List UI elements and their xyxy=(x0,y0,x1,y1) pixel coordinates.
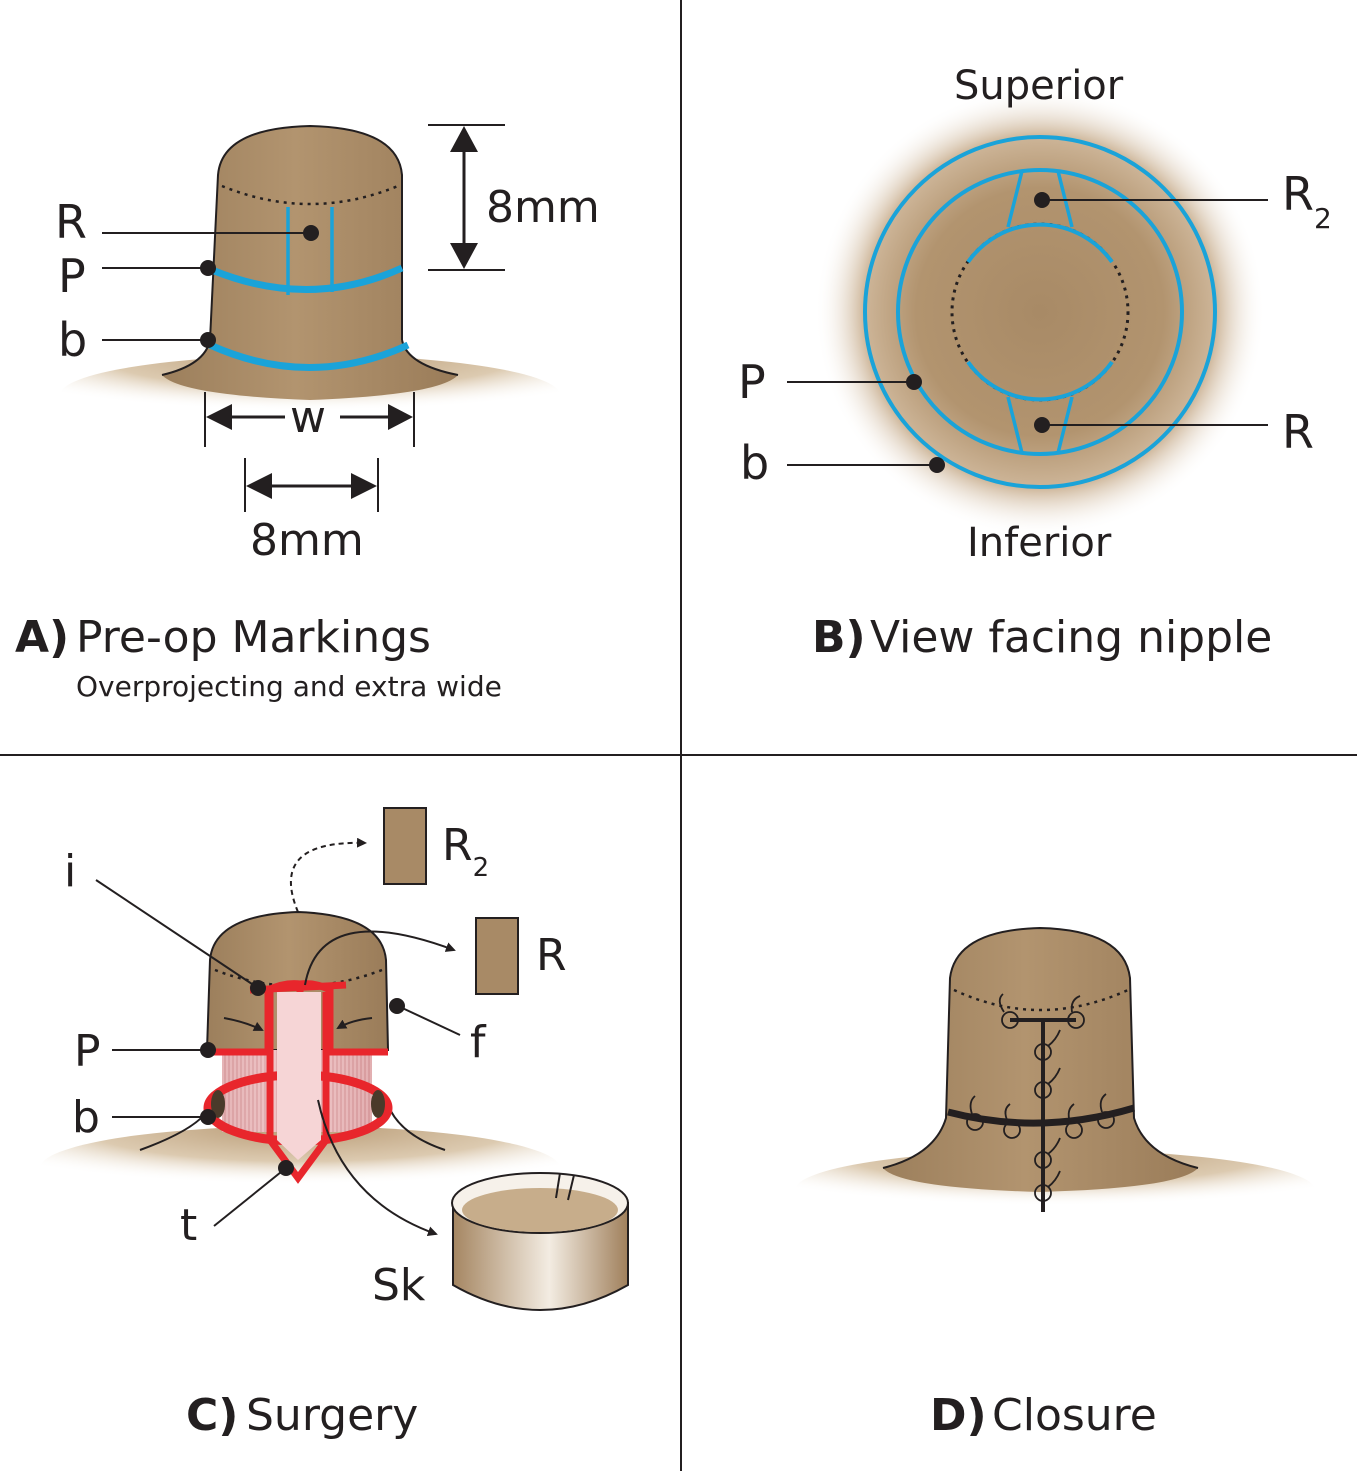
label-b-b: b xyxy=(740,436,769,490)
label-r-b: R xyxy=(1282,405,1314,459)
label-inferior: Inferior xyxy=(967,520,1112,566)
dot-r-b xyxy=(1034,417,1050,433)
panel-a-title: Pre-op Markings xyxy=(76,612,431,663)
label-p: P xyxy=(58,249,86,303)
base-ring-shadow-right xyxy=(371,1090,385,1118)
label-i: i xyxy=(64,846,76,897)
t-flap-outline xyxy=(266,992,330,1184)
leader-t xyxy=(213,1167,287,1227)
b-marking xyxy=(208,341,410,371)
dot-r xyxy=(303,225,319,241)
panel-d-letter: D) xyxy=(930,1390,987,1441)
base-skin-c xyxy=(40,1126,560,1210)
arrow-to-r2 xyxy=(289,837,367,913)
leader-f xyxy=(397,1005,461,1036)
w-arrowhead-right xyxy=(388,404,413,430)
dot-t xyxy=(278,1160,294,1176)
dot-b xyxy=(200,332,216,348)
contour-d-left xyxy=(882,926,1199,1169)
width-arrowhead-right xyxy=(351,473,377,499)
panel-a-subtitle: Overprojecting and extra wide xyxy=(76,670,502,703)
b-ring xyxy=(863,135,1217,489)
dot-f xyxy=(389,998,405,1014)
p-marking xyxy=(210,264,404,293)
panel-a-letter: A) xyxy=(15,612,69,663)
label-sk: Sk xyxy=(372,1260,426,1311)
p-ring xyxy=(896,168,1184,456)
panel-c-letter: C) xyxy=(186,1390,238,1441)
dot-p-b xyxy=(906,374,922,390)
inner-arc-bottom xyxy=(966,360,1114,402)
dot-p-c xyxy=(200,1042,216,1058)
label-r2-c: R2 xyxy=(442,820,489,883)
panel-d: D) Closure xyxy=(795,926,1315,1441)
arrow-left-in xyxy=(223,1017,264,1031)
w-arrowhead-left xyxy=(206,404,232,430)
inner-arc-top xyxy=(966,222,1114,264)
flap-strip xyxy=(277,992,321,1160)
label-r-c: R xyxy=(536,930,567,981)
t-top-bar xyxy=(249,981,347,994)
label-f: f xyxy=(470,1017,487,1068)
panel-c-title: Surgery xyxy=(246,1390,418,1441)
dome-outline xyxy=(209,124,403,341)
height-arrow-up xyxy=(450,126,478,152)
piece-r xyxy=(475,917,519,995)
panel-b-title: View facing nipple xyxy=(870,612,1272,663)
panel-b-letter: B) xyxy=(812,612,866,663)
skin-ring-gap xyxy=(555,1172,575,1201)
dome-dotted-d xyxy=(953,988,1129,1012)
panel-a: R P b 8mm w 8mm A) Pre-op Markings Overp… xyxy=(15,124,600,703)
arrow-to-r xyxy=(304,930,456,986)
label-r2: R2 xyxy=(1282,167,1332,235)
piece-r2 xyxy=(383,807,427,885)
label-b: b xyxy=(58,313,87,367)
label-b-c: b xyxy=(72,1092,100,1143)
arrow-right-in xyxy=(336,1017,373,1029)
label-height: 8mm xyxy=(486,182,600,233)
dot-p xyxy=(200,260,216,276)
panel-b: Superior Inferior R2 R P b B) View facin… xyxy=(738,63,1332,663)
sutures xyxy=(966,993,1115,1202)
dot-b-b xyxy=(929,457,945,473)
nipple-body xyxy=(162,126,458,400)
height-arrow-down xyxy=(450,243,478,269)
label-p-c: P xyxy=(74,1026,101,1077)
arrow-to-sk xyxy=(317,1099,438,1237)
skin-ring-inner xyxy=(462,1188,618,1232)
dot-i xyxy=(250,980,266,996)
leader-i xyxy=(95,879,259,989)
dot-r2 xyxy=(1034,192,1050,208)
panel-c: i P b t f R2 R Sk C) Surgery xyxy=(40,807,629,1441)
label-r: R xyxy=(55,195,87,249)
base-ring-shadow-left xyxy=(211,1090,225,1118)
panel-d-title: Closure xyxy=(992,1390,1157,1441)
label-superior: Superior xyxy=(954,63,1124,109)
width-arrowhead-left xyxy=(246,473,272,499)
label-width: 8mm xyxy=(250,515,364,566)
label-w: w xyxy=(290,392,326,443)
dome-dotted-line xyxy=(221,184,399,206)
label-t: t xyxy=(180,1200,197,1251)
areola-halo xyxy=(815,87,1265,537)
dot-b-c xyxy=(200,1109,216,1125)
label-p-b: P xyxy=(738,355,766,409)
